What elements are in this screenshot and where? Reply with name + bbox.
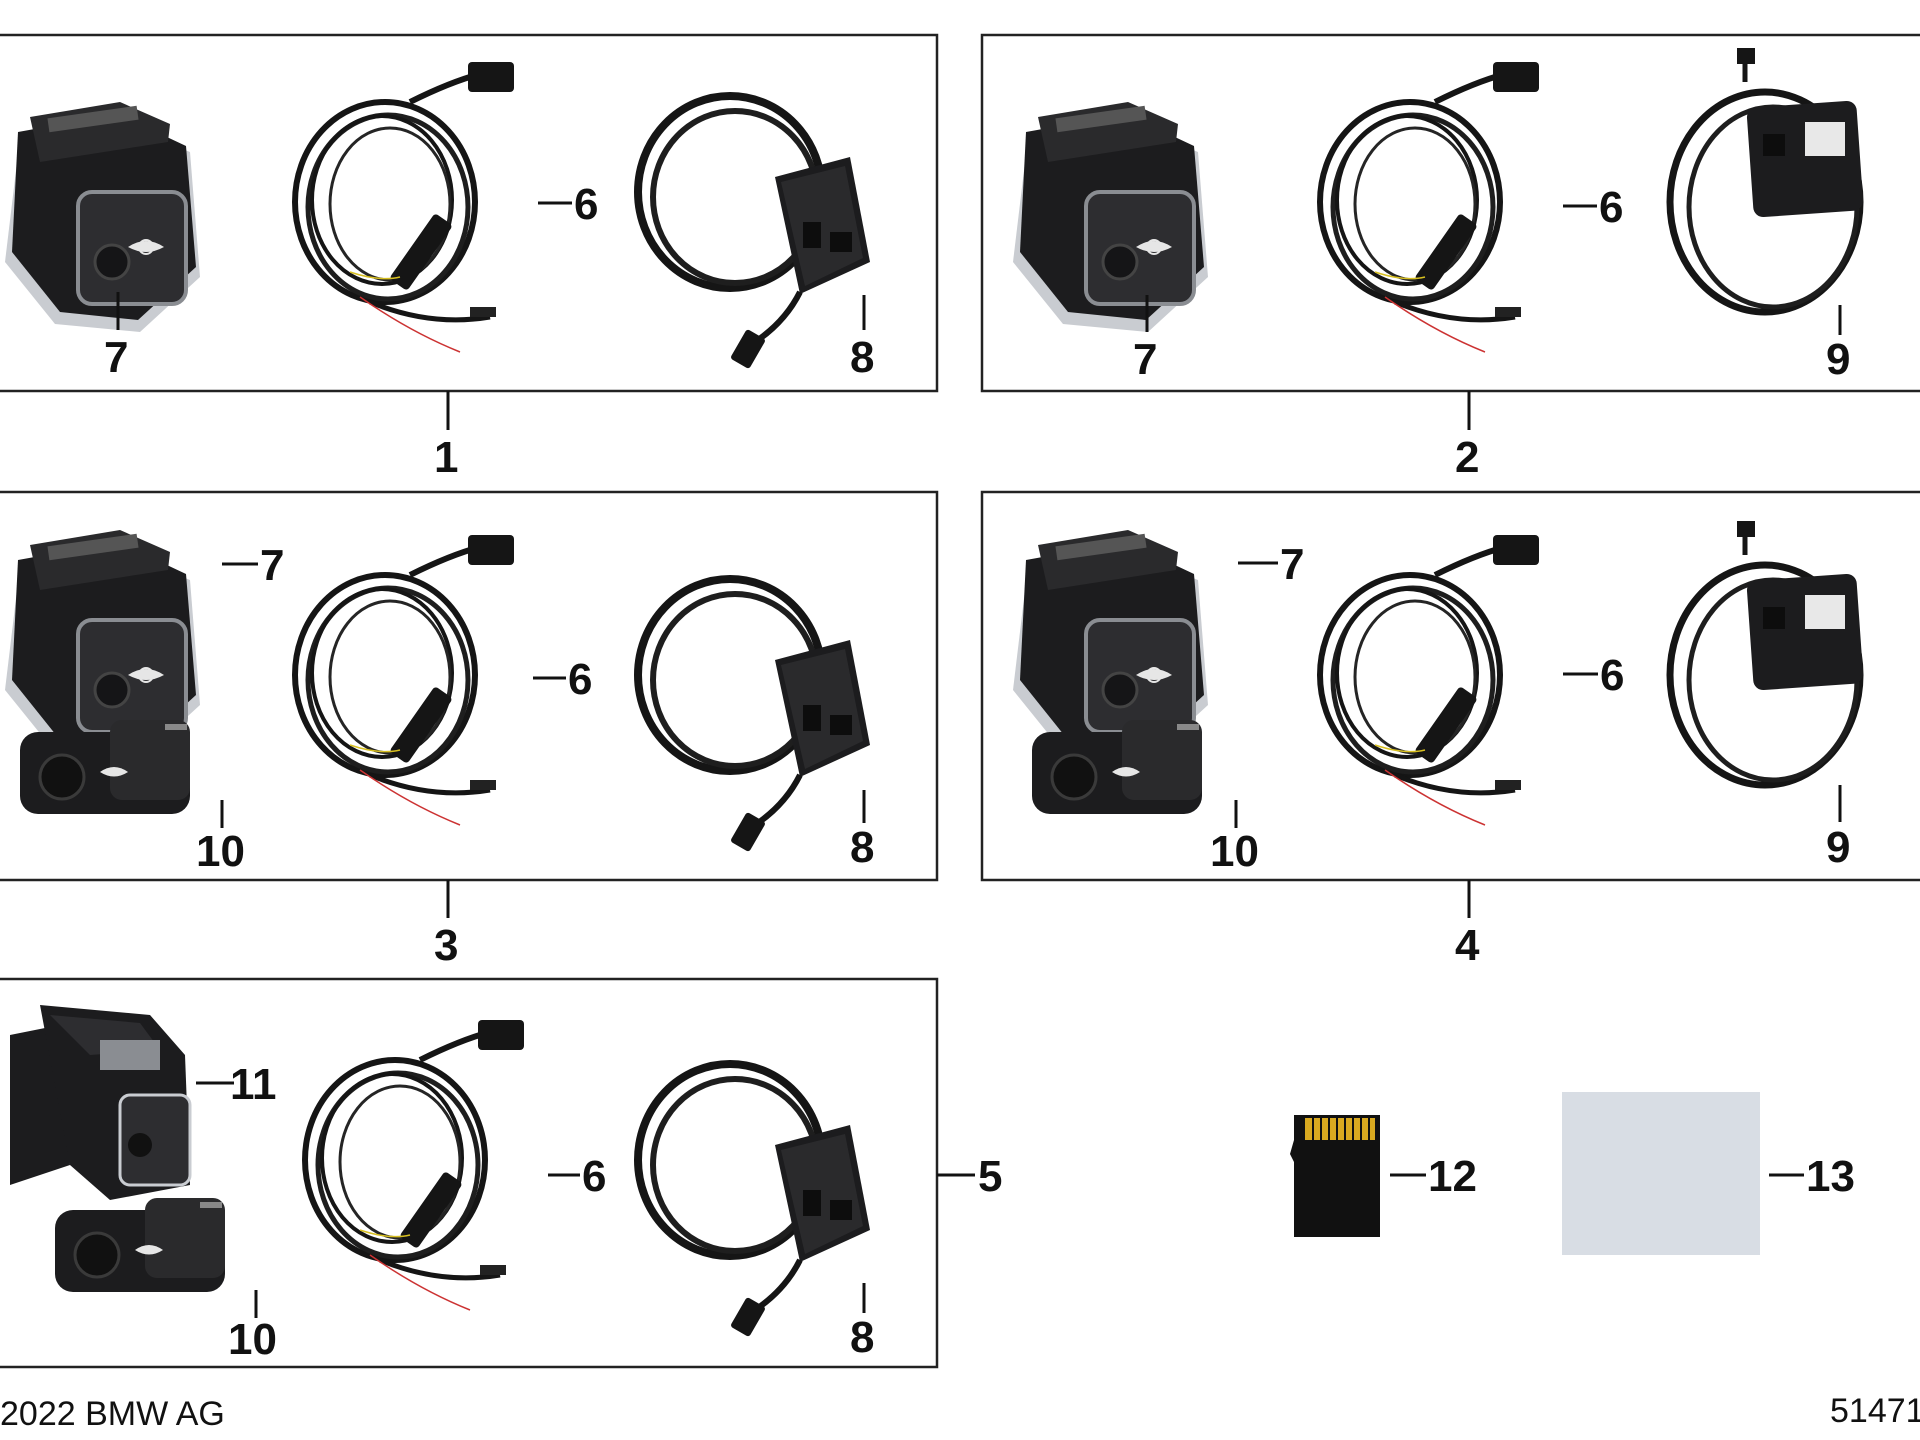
microsd-contacts-icon xyxy=(1305,1118,1375,1140)
group-3-frame xyxy=(0,490,939,882)
wiring-harness-icon xyxy=(295,62,514,352)
module-with-cable-icon xyxy=(1670,48,1864,312)
group-5-frame xyxy=(0,977,939,1369)
callout-label[interactable]: 8 xyxy=(850,823,874,872)
group-label[interactable]: 2 xyxy=(1455,433,1479,482)
callout-label[interactable]: 6 xyxy=(574,180,598,229)
rear-camera-icon xyxy=(18,718,192,816)
wiring-harness-icon xyxy=(305,1020,524,1310)
group-4: 7 10 6 9 4 xyxy=(980,490,1920,970)
callout-label[interactable]: 7 xyxy=(260,541,284,590)
group-label[interactable]: 4 xyxy=(1455,921,1480,970)
group-1: 7 6 8 1 xyxy=(0,33,939,482)
group-label[interactable]: 1 xyxy=(434,433,458,482)
rear-camera-icon xyxy=(53,1196,227,1294)
front-camera-with-display-icon xyxy=(8,1003,192,1202)
group-3: 7 10 6 8 3 xyxy=(0,490,939,970)
callout-label[interactable]: 6 xyxy=(1600,651,1624,700)
callout-label[interactable]: 6 xyxy=(582,1152,606,1201)
callout-label[interactable]: 8 xyxy=(850,1313,874,1362)
callout-label[interactable]: 12 xyxy=(1428,1152,1477,1201)
wiring-harness-icon xyxy=(1320,535,1539,825)
placeholder-image xyxy=(1562,1092,1760,1255)
group-2-frame xyxy=(980,33,1920,393)
wiring-harness-icon xyxy=(1320,62,1539,352)
callout-label[interactable]: 6 xyxy=(1599,183,1623,232)
callout-label[interactable]: 8 xyxy=(850,333,874,382)
group-1-frame xyxy=(0,33,939,393)
group-label[interactable]: 3 xyxy=(434,921,458,970)
group-label[interactable]: 5 xyxy=(978,1152,1002,1201)
callout-label[interactable]: 13 xyxy=(1806,1152,1855,1201)
front-camera-icon xyxy=(3,100,202,334)
group-4-frame xyxy=(980,490,1920,882)
front-camera-icon xyxy=(1011,100,1210,334)
placeholder-part: 13 xyxy=(1562,1092,1855,1255)
wiring-harness-icon xyxy=(295,535,514,825)
microsd-card: 12 xyxy=(1290,1115,1477,1237)
callout-label[interactable]: 11 xyxy=(230,1060,277,1109)
callout-label[interactable]: 7 xyxy=(1133,335,1157,384)
control-box-icon xyxy=(638,579,870,852)
callout-label[interactable]: 7 xyxy=(104,333,128,382)
callout-label[interactable]: 10 xyxy=(196,827,245,876)
group-5: 11 10 6 8 5 xyxy=(0,977,1002,1369)
control-box-icon xyxy=(638,1064,870,1337)
control-box-icon xyxy=(638,96,870,369)
group-2: 7 6 9 2 xyxy=(980,33,1920,482)
callout-label[interactable]: 6 xyxy=(568,655,592,704)
callout-label[interactable]: 9 xyxy=(1826,335,1850,384)
callout-label[interactable]: 9 xyxy=(1826,823,1850,872)
callout-label[interactable]: 10 xyxy=(1210,827,1259,876)
microsd-card-icon xyxy=(1290,1115,1380,1237)
drawing-number: 51471 xyxy=(1830,1392,1920,1430)
callout-label[interactable]: 10 xyxy=(228,1315,277,1364)
module-with-cable-icon xyxy=(1670,521,1864,785)
callout-label[interactable]: 7 xyxy=(1280,540,1304,589)
rear-camera-icon xyxy=(1030,718,1204,816)
copyright-text: 2022 BMW AG xyxy=(0,1395,225,1433)
